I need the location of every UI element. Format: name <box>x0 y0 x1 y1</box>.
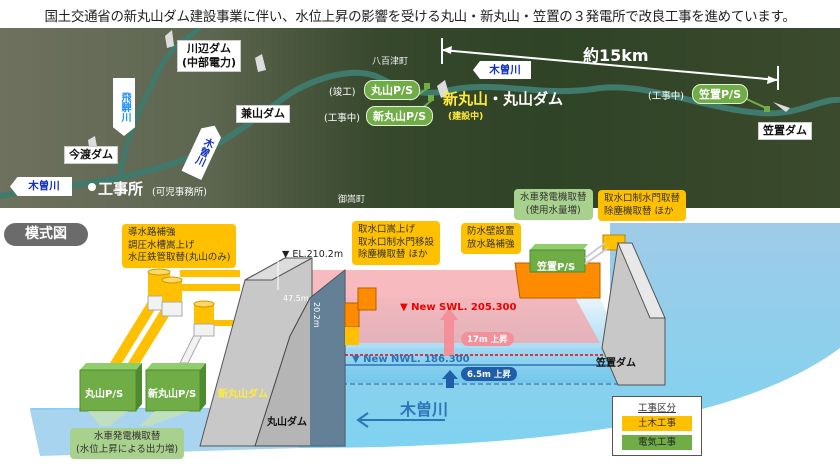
width-label: 47.5m <box>283 294 309 303</box>
office-marker <box>88 183 96 191</box>
distance-label: 約15km <box>583 46 649 65</box>
dam-status: (建設中) <box>448 112 484 122</box>
dam-icon <box>437 80 449 98</box>
shinmaruyama-ps-label: 新丸山P/S <box>366 106 434 126</box>
office-sub-label: (可児事務所) <box>152 187 207 198</box>
kasagi-ps-box <box>529 244 588 273</box>
legend-item-electrical: 電気工事 <box>622 435 692 450</box>
swl-rise-arrow <box>440 308 458 320</box>
office-label: 工事所 <box>98 180 144 198</box>
nwl-label: ▼ New NWL. 186.300 <box>352 354 470 365</box>
river-label: 木曽川 <box>400 400 449 419</box>
maruyama-ps-text: 丸山P/S <box>85 389 124 400</box>
kiso-river-right-label: 木曽川 <box>473 61 531 79</box>
hida-river-label: 飛騨川 <box>113 78 135 136</box>
callout-turbine: 水車発電機取替(水位上昇による出力増) <box>70 428 185 459</box>
town-mitake: 御嵩町 <box>338 195 366 205</box>
callout-floodwall: 防水壁設置放水路補強 <box>461 223 521 254</box>
legend-item-civil: 土木工事 <box>622 416 692 431</box>
kasagi-dam-shape <box>601 241 666 386</box>
shinmaruyama-ps-text: 新丸山P/S <box>148 389 197 400</box>
nwl-rise-badge: 6.5m 上昇 <box>461 367 517 381</box>
kasagi-ps-status: (工事中) <box>648 91 684 102</box>
height-label: 20.2m <box>312 302 321 328</box>
maruyama-ps-status: (竣工) <box>329 87 356 98</box>
kasagi-ps-label: 笠置P/S <box>692 84 749 104</box>
dam-icon <box>255 54 266 72</box>
imawatari-dam-label: 今渡ダム <box>64 146 118 164</box>
maruyama-ps-marker <box>424 83 430 89</box>
town-yaotsu: 八百津町 <box>372 57 409 67</box>
callout-intake: 取水口嵩上げ取水口制水門移設除塵機取替 ほか <box>352 221 441 265</box>
maruyama-ps-label: 丸山P/S <box>364 80 421 100</box>
callout-waterway: 導水路補強調圧水槽嵩上げ水圧鉄管取替(丸山のみ) <box>122 224 237 268</box>
dam-icon <box>773 102 790 112</box>
callout-kasagi-gate: 取水口制水門取替除塵機取替 ほか <box>598 190 687 221</box>
swl-label: ▼ New SWL. 205.300 <box>400 302 517 313</box>
surge-tank <box>161 276 183 317</box>
legend: 工事区分 土木工事 電気工事 <box>612 396 702 456</box>
kaneyama-dam-label: 兼山ダム <box>236 105 290 123</box>
distance-arrow <box>441 49 779 81</box>
shinmaruyama-ps-box <box>145 363 206 412</box>
legend-title: 工事区分 <box>637 403 676 414</box>
satellite-map: 川辺ダム(中部電力) 飛騨川 兼山ダム 木曽川 今渡ダム 木曽川 工事所 (可児… <box>0 28 840 208</box>
swl-rise-badge: 17m 上昇 <box>461 332 514 346</box>
kawabe-dam-label: 川辺ダム(中部電力) <box>177 40 242 72</box>
kiso-river-left-label: 木曽川 <box>10 177 72 196</box>
shinmaruyama-ps-status: (工事中) <box>324 113 360 124</box>
callout-kasagi-turbine: 水車発電機取替(使用水量増) <box>514 189 593 220</box>
kasagi-dam-text: 笠置ダム <box>596 358 636 369</box>
el-label: ▼ EL.210.2m <box>282 249 344 260</box>
shinmaruyama-ps-marker <box>428 95 434 101</box>
kasagi-dam-label: 笠置ダム <box>758 122 812 140</box>
hida-river-line <box>117 28 202 179</box>
maruyama-ps-box <box>79 363 142 412</box>
kasagi-ps-marker <box>764 106 770 112</box>
page-title: 国土交通省の新丸山ダム建設事業に伴い、水位上昇の影響を受ける丸山・新丸山・笠置の… <box>44 9 796 25</box>
kasagi-ps-text: 笠置P/S <box>537 262 576 273</box>
dam-icon <box>165 30 174 48</box>
river-flow-arrow <box>356 412 369 428</box>
maruyama-dam-text: 丸山ダム <box>267 417 307 428</box>
maruyama-dam-shape <box>254 268 346 447</box>
schematic-badge: 模式図 <box>4 223 88 246</box>
shinmaruyama-dam-text: 新丸山ダム <box>218 389 268 400</box>
surge-tank <box>193 300 215 337</box>
nwl-rise-arrow <box>442 370 458 379</box>
dam-site-label: 新丸山・丸山ダム <box>443 90 564 108</box>
